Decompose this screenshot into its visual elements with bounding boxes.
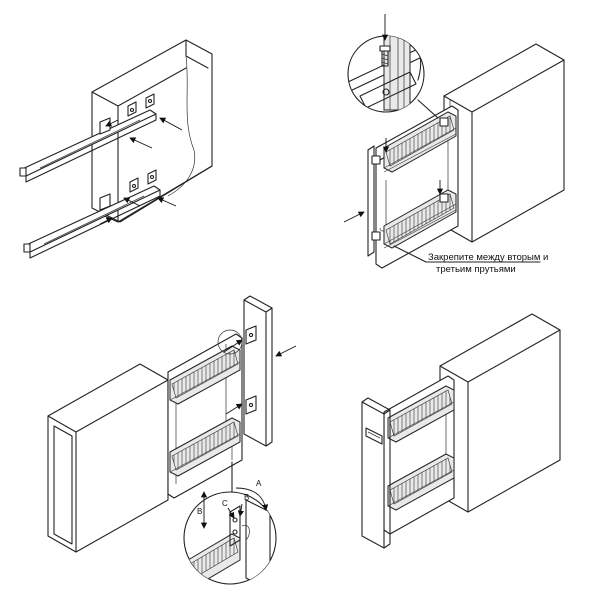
lower-basket-pulled [169, 417, 241, 477]
label-b-2: B [244, 493, 249, 502]
cabinet-side-panel [91, 39, 213, 223]
step-1-mount-rails [19, 39, 213, 259]
upper-basket-final [387, 385, 455, 443]
callout-line-2: третьим прутьями [436, 264, 516, 275]
upper-basket [383, 111, 457, 173]
door-handle-icon [365, 427, 383, 445]
callout-line-1: Закрепите между вторым и [428, 252, 548, 263]
panel-brackets [217, 325, 257, 415]
step-3-attach-front-panel: A B C B [47, 295, 297, 585]
cabinet-body-open [47, 363, 169, 553]
bottom-magnifier-detail [183, 487, 277, 585]
step-2-fix-frame: Закрепите между вторым и третьим прутьям… [343, 14, 565, 275]
lower-basket [383, 189, 457, 249]
callout-leader [393, 245, 541, 263]
rail-brackets [99, 93, 157, 211]
top-magnifier-detail [347, 14, 439, 119]
cabinet-body [443, 43, 565, 243]
cabinet-body-final [439, 313, 561, 513]
screw-icon [379, 45, 391, 67]
step-4-assembled-unit [361, 313, 561, 549]
upper-basket-pulled [169, 345, 241, 405]
lower-basket-final [387, 453, 455, 511]
step-3-arrows [223, 339, 297, 415]
step-2-arrows [343, 138, 444, 223]
screw-direction-arrows [99, 117, 183, 225]
label-c: C [222, 499, 228, 508]
label-a: A [256, 479, 262, 488]
front-panel [243, 295, 273, 447]
frame-clips [371, 117, 449, 241]
label-b: B [197, 507, 202, 516]
